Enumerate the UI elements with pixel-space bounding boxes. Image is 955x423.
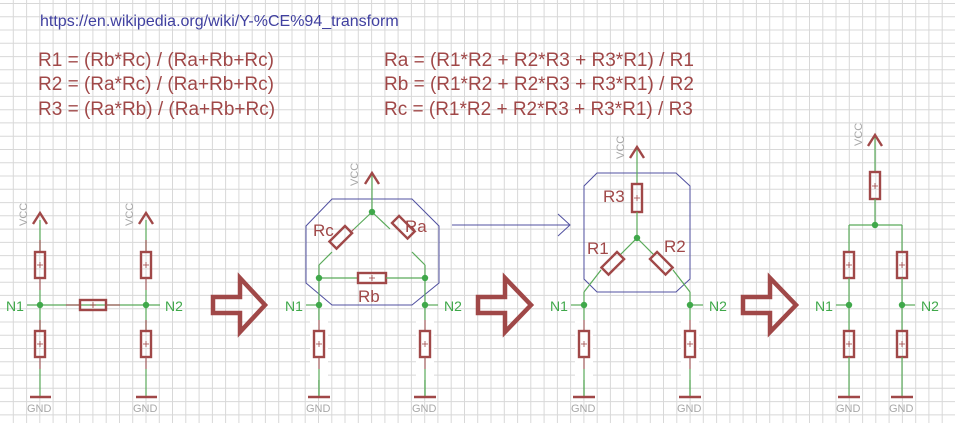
vcc-label: VCC (853, 123, 865, 146)
label-r1: R1 (587, 239, 609, 258)
net-label-n1: N1 (815, 298, 833, 314)
gnd-label: GND (889, 403, 914, 415)
vcc-label: VCC (18, 203, 30, 226)
junction-dot (142, 301, 150, 309)
net-label-n2: N2 (165, 298, 183, 314)
gnd-label: GND (836, 403, 861, 415)
gnd-label: GND (306, 403, 331, 415)
delta-to-wye-formulas: R1 = (Rb*Rc) / (Ra+Rb+Rc) R2 = (Ra*Rc) /… (38, 50, 275, 120)
right-arrow-icon (740, 272, 800, 338)
formula-r1: R1 = (Rb*Rc) / (Ra+Rb+Rc) (38, 50, 274, 71)
right-arrow-icon (210, 272, 269, 338)
vcc-label: VCC (124, 203, 136, 226)
stage2-delta-circuit: VCC GND GND N1 N2 Rc Ra Rb (285, 163, 462, 415)
vcc-symbol (628, 144, 646, 159)
stage3-wye-circuit: VCC GND GND N1 N2 R3 R1 R2 (550, 136, 727, 415)
label-rb: Rb (358, 287, 380, 306)
net-label-n2: N2 (444, 298, 462, 314)
label-rc: Rc (313, 221, 334, 240)
wye-to-delta-formulas: Ra = (R1*R2 + R2*R3 + R3*R1) / R1 Rb = (… (384, 50, 694, 120)
label-r3: R3 (603, 187, 625, 206)
net-label-n1: N1 (285, 298, 303, 314)
net-label-n2: N2 (709, 298, 727, 314)
stage4-circuit: VCC GND GND N1 N2 (815, 123, 939, 415)
formula-r2: R2 = (Ra*Rc) / (Ra+Rb+Rc) (38, 74, 274, 95)
thin-arrow-icon (452, 213, 571, 237)
gnd-label: GND (412, 403, 437, 415)
net-label-n2: N2 (921, 298, 939, 314)
vcc-symbol (137, 210, 155, 225)
stage1-circuit: VCC VCC GND GND N1 N2 (6, 203, 183, 415)
label-ra: Ra (405, 217, 427, 236)
formula-rb: Rb = (R1*R2 + R2*R3 + R3*R1) / R2 (384, 74, 694, 95)
wikipedia-url[interactable]: https://en.wikipedia.org/wiki/Y-%CE%94_t… (40, 13, 399, 30)
formula-ra: Ra = (R1*R2 + R2*R3 + R3*R1) / R1 (384, 50, 694, 71)
formula-r3: R3 = (Ra*Rb) / (Ra+Rb+Rc) (38, 99, 275, 120)
right-arrow-icon (475, 272, 535, 338)
resistor-r1 (599, 250, 626, 277)
formula-rc: Rc = (R1*R2 + R2*R3 + R3*R1) / R3 (384, 99, 693, 120)
vcc-symbol (866, 132, 884, 147)
vcc-label: VCC (615, 136, 627, 159)
wye-frame (583, 172, 691, 293)
vcc-symbol (31, 210, 49, 225)
vcc-symbol (363, 170, 381, 185)
gnd-label: GND (27, 403, 52, 415)
net-label-n1: N1 (550, 298, 568, 314)
resistor-rc (327, 224, 354, 251)
gnd-label: GND (133, 403, 158, 415)
vcc-label: VCC (349, 163, 361, 186)
resistor-ra (390, 214, 417, 241)
delta-frame (305, 198, 440, 306)
gnd-label: GND (571, 403, 596, 415)
net-label-n1: N1 (6, 298, 24, 314)
label-r2: R2 (664, 237, 686, 256)
gnd-label: GND (677, 403, 702, 415)
resistor-r2 (648, 250, 675, 277)
junction-dot (36, 301, 44, 309)
